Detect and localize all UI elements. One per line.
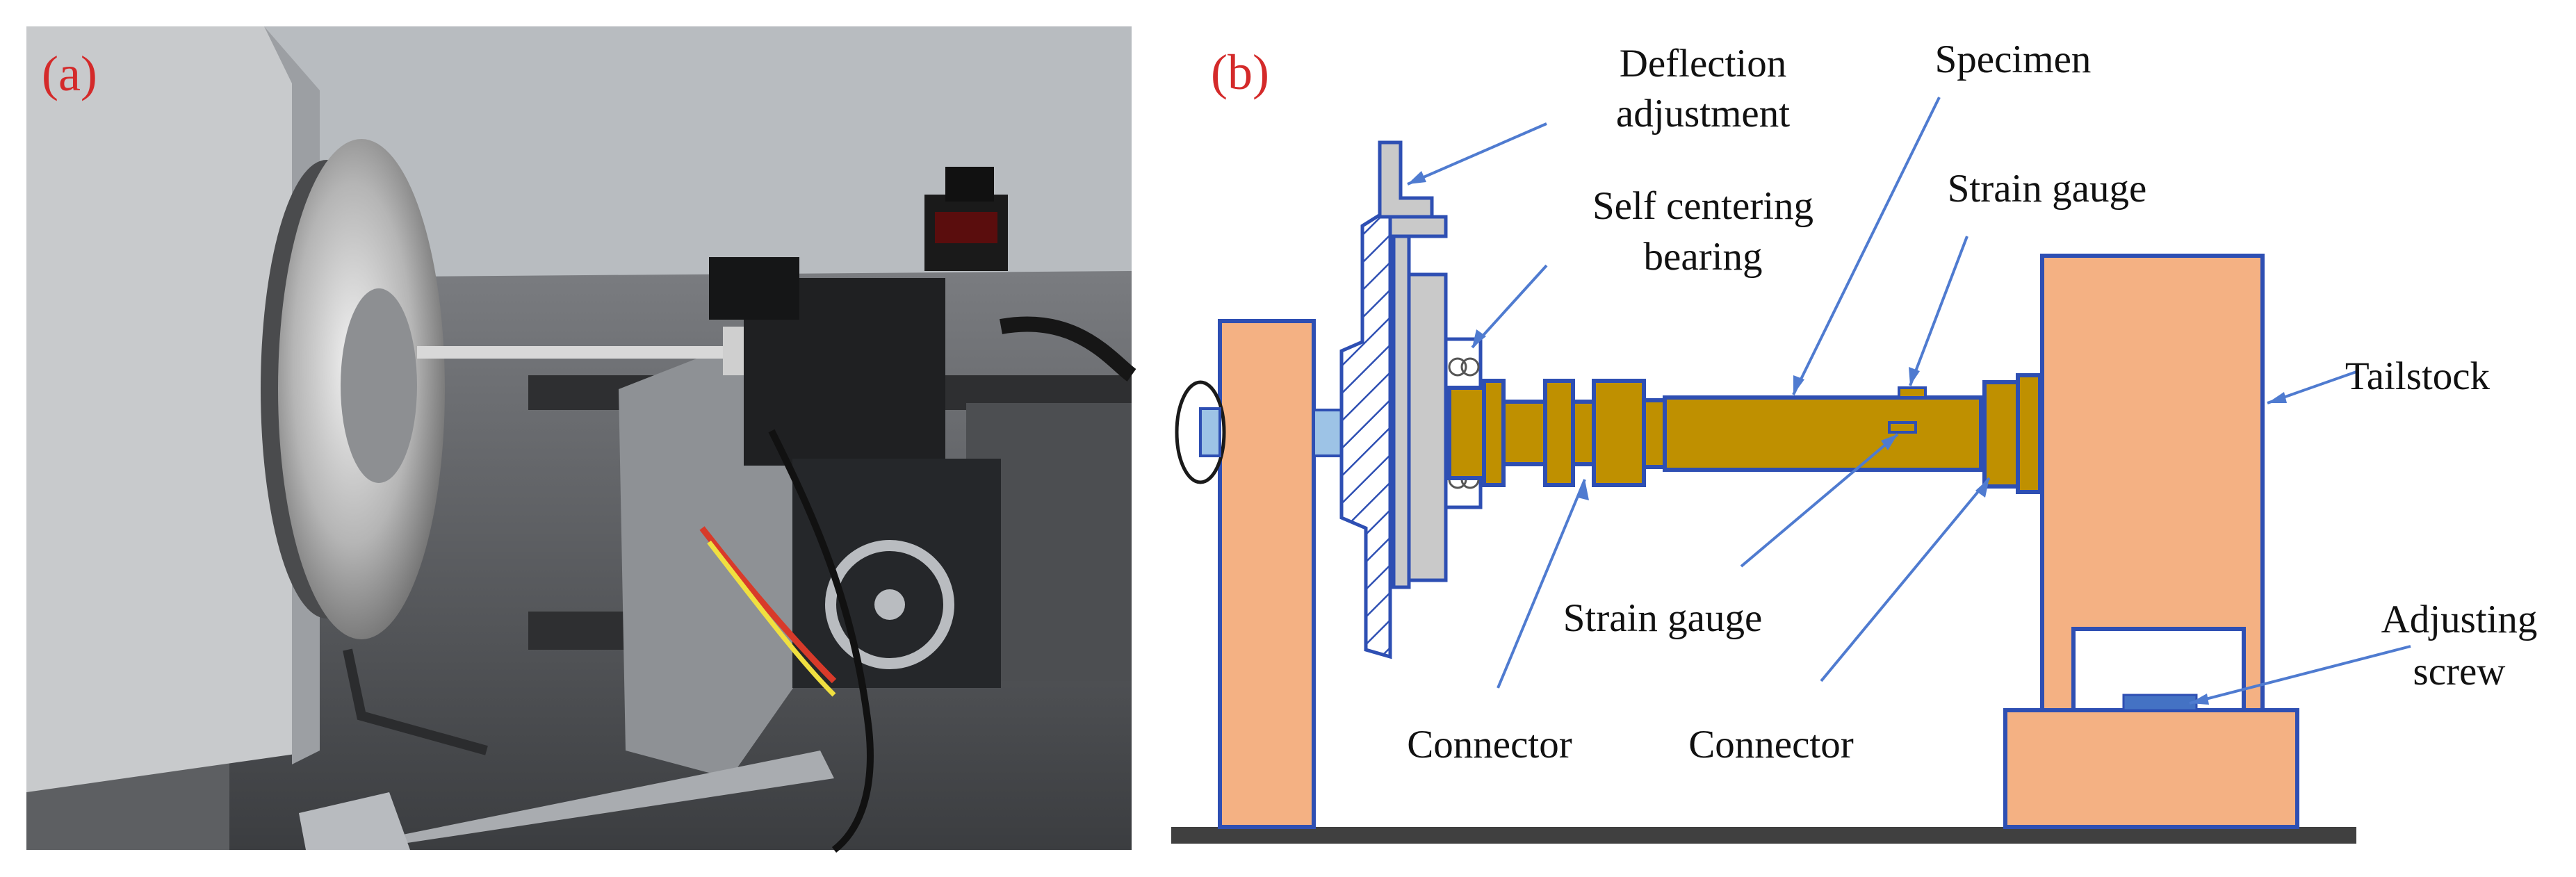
label-self-centering-line1: Self centering [1592, 184, 1813, 228]
leader-deflection [1407, 122, 1547, 186]
flange [1392, 234, 1411, 589]
label-strain-gauge-top: Strain gauge [1948, 167, 2147, 211]
strain-gauge-top [1898, 386, 1927, 399]
label-tailstock: Tailstock [2345, 354, 2491, 398]
hatched-disk [1339, 205, 1392, 659]
label-connector-right: Connector [1688, 723, 1853, 767]
cable [1000, 316, 1136, 382]
wrench [327, 751, 834, 850]
tailstock-base [2003, 708, 2299, 829]
connector-left-seg1 [1447, 386, 1486, 480]
bearing-housing [1407, 272, 1448, 582]
label-strain-gauge-bottom: Strain gauge [1563, 596, 1763, 640]
label-deflection-line1: Deflection [1620, 42, 1787, 85]
specimen-shaft [1663, 395, 1983, 472]
strain-gauge-bottom [1888, 421, 1917, 434]
label-self-centering-line2: bearing [1644, 235, 1763, 279]
label-adjusting-line2: screw [2413, 650, 2506, 694]
label-specimen: Specimen [1935, 38, 2092, 81]
panel-a-label: (a) [42, 46, 97, 101]
adjusting-screw [2122, 694, 2198, 712]
label-deflection-line2: adjustment [1616, 92, 1790, 136]
leader-adjusting-screw [2189, 645, 2411, 705]
connector-right [1982, 380, 2020, 489]
leader-connector-right [1820, 477, 1991, 682]
panel-b-schematic: (b) Deflection adjustment Specimen Self … [1171, 38, 2537, 844]
hex-key [343, 648, 488, 755]
leader-strain-gauge-top [1909, 236, 1968, 386]
base-plate [1171, 827, 2356, 844]
leader-self-centering [1471, 264, 1548, 349]
label-connector-left: Connector [1407, 723, 1572, 767]
photo-specimen [417, 346, 778, 359]
label-adjusting-line1: Adjusting [2381, 598, 2538, 641]
left-support [1218, 319, 1316, 829]
panel-a-photo: (a) [26, 26, 1136, 853]
connector-left-body [1592, 379, 1646, 487]
panel-b-label: (b) [1211, 44, 1269, 100]
leader-connector-left [1497, 479, 1586, 689]
headstock-housing [26, 26, 320, 792]
hand-wheel [825, 540, 954, 669]
deflection-bracket [1378, 140, 1434, 219]
spindle-stub [1312, 409, 1343, 457]
leader-strain-gauge-bottom [1740, 433, 1899, 568]
leader-specimen [1792, 97, 1941, 395]
